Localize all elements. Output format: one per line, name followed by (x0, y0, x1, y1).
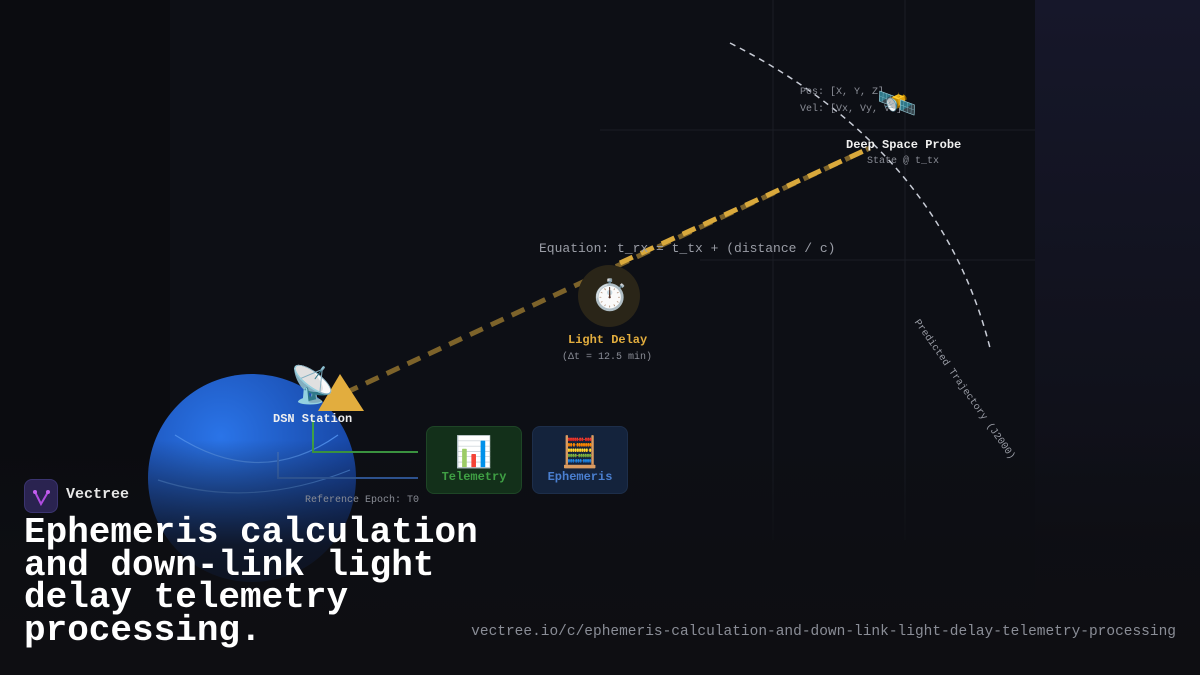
equation-text: Equation: t_rx = t_tx + (distance / c) (539, 241, 836, 256)
logo-icon (33, 490, 50, 507)
light-delay-value: (Δt = 12.5 min) (562, 352, 653, 363)
page-url[interactable]: vectree.io/c/ephemeris-calculation-and-d… (471, 624, 1176, 640)
stopwatch-icon: ⏱️ (591, 278, 629, 313)
probe-position: Pos: [X, Y, Z] (800, 87, 885, 98)
probe-label: Deep Space Probe (846, 138, 962, 152)
telemetry-card[interactable]: 📊 Telemetry (426, 426, 522, 494)
title-line: Ephemeris calculation (24, 512, 478, 553)
page-title: Ephemeris calculation and down-link ligh… (24, 512, 504, 651)
reference-epoch: Reference Epoch: T0 (305, 495, 420, 506)
telemetry-label: Telemetry (441, 470, 507, 484)
title-line: and down-link light (24, 544, 435, 586)
station-label: DSN Station (273, 412, 353, 426)
brand-name: Vectree (66, 486, 130, 503)
probe-velocity: Vel: [Vx, Vy, Vz] (800, 104, 903, 115)
ephemeris-card[interactable]: 🧮 Ephemeris (532, 426, 628, 494)
satellite-icon: 🛰️ (877, 84, 917, 122)
light-delay-halo (578, 265, 640, 327)
probe-state: State @ t_tx (867, 156, 940, 167)
satellite-antenna-icon: 📡 (290, 365, 335, 406)
bar-chart-icon: 📊 (455, 435, 493, 470)
signal-triangle (318, 374, 364, 411)
title-line: delay telemetry (24, 577, 349, 618)
abacus-icon: 🧮 (561, 435, 599, 470)
vectree-logo (24, 479, 58, 513)
light-delay-label: Light Delay (568, 333, 648, 347)
ephemeris-label: Ephemeris (547, 470, 613, 484)
title-line: processing. (24, 609, 262, 651)
